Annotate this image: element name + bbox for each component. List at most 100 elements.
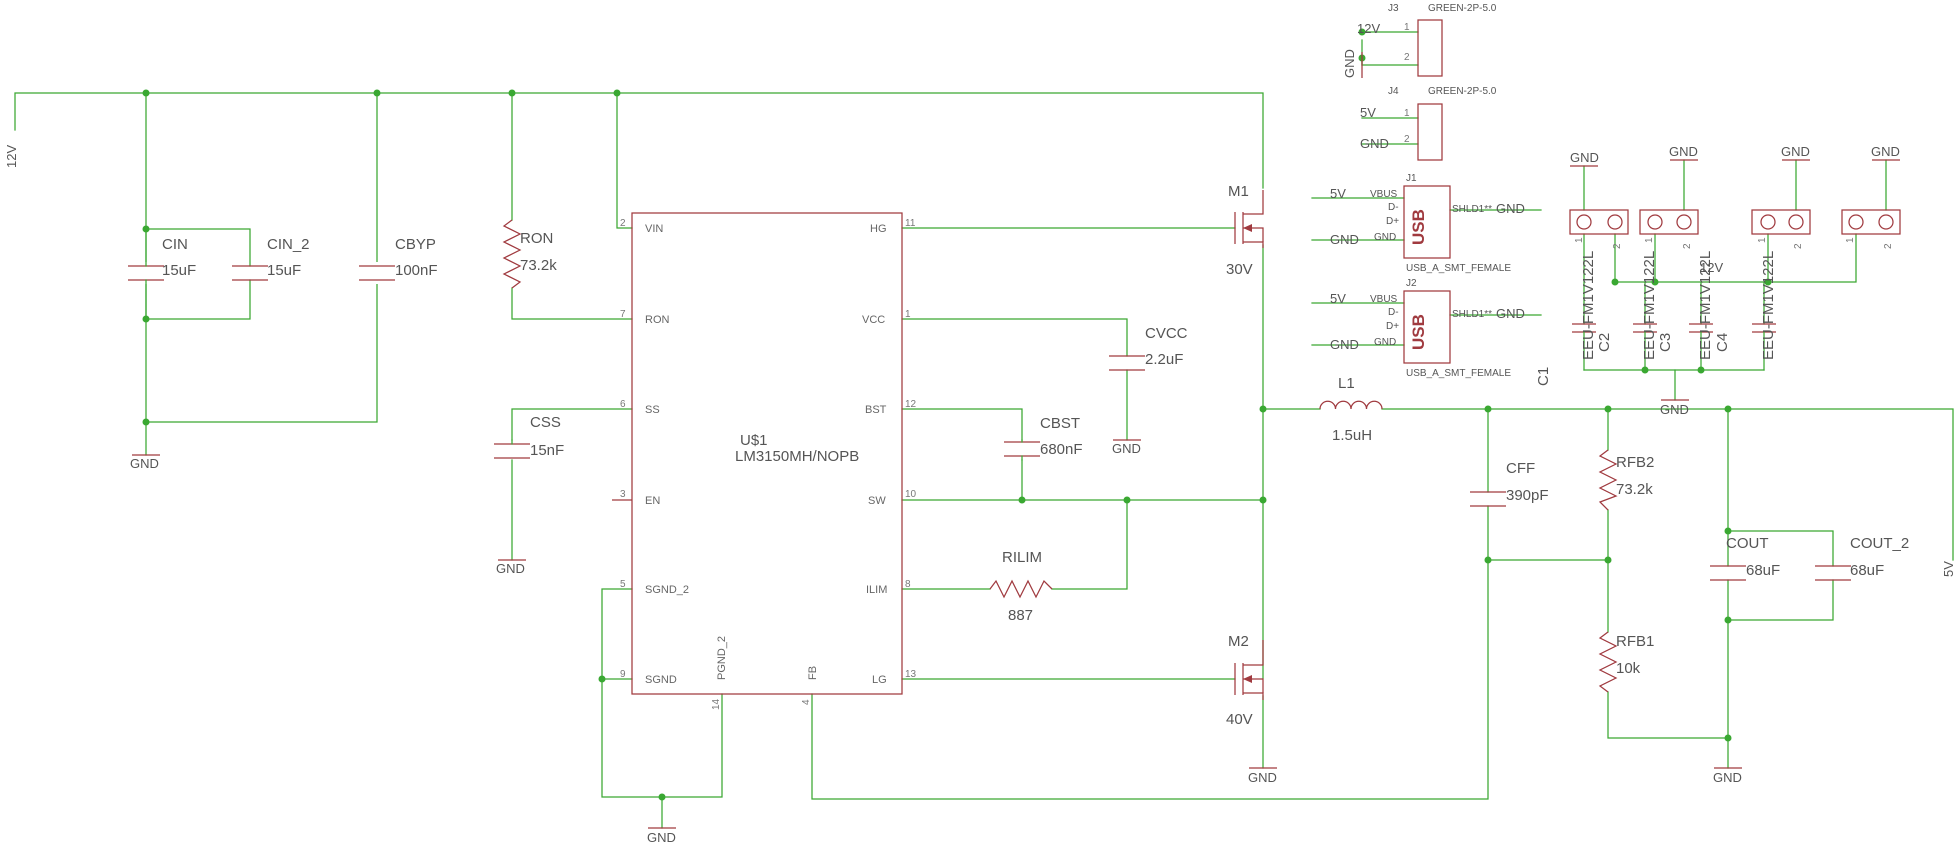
junction-dot (1724, 616, 1732, 624)
bulk-pin1: 1 (1574, 237, 1585, 243)
bulk-ref-c2: C2 (1596, 333, 1613, 352)
ic-pin-num: 6 (620, 399, 626, 410)
cout-value: 68uF (1746, 562, 1780, 579)
usb1-net-shield-gnd: GND (1496, 201, 1525, 216)
m2-value: 40V (1226, 711, 1253, 728)
net-label-5v-output: 5V (1941, 561, 1956, 577)
capacitor-cvcc[interactable]: CVCC 2.2uF (1109, 325, 1188, 371)
usb-connector-j1[interactable]: USB J1 VBUS D- D+ GND SHLD1** USB_A_SMT_… (1330, 173, 1525, 274)
gnd-label: GND (1669, 144, 1698, 159)
junction-dot (1484, 556, 1492, 564)
ic-pin-name: SW (868, 495, 886, 507)
bulk-part: EEU-FM1V122L (1641, 251, 1658, 360)
usb1-net-gnd: GND (1330, 232, 1359, 247)
ic-pin-num: 1 (905, 309, 911, 320)
ic-pin-name: SGND (645, 674, 677, 686)
cin-value: 15uF (162, 262, 196, 279)
mosfet-m2[interactable]: M2 40V (1226, 633, 1264, 728)
gnd-label: GND (1660, 402, 1689, 417)
junction-dot (1259, 405, 1267, 413)
ic-pin-num: 3 (620, 489, 626, 500)
ic-pin-name: LG (872, 674, 887, 686)
resistor-rfb1[interactable]: RFB1 10k (1598, 631, 1654, 693)
usb2-pin-dminus: D- (1388, 307, 1399, 318)
usb2-net-gnd: GND (1330, 337, 1359, 352)
mosfet-m1[interactable]: M1 30V (1226, 183, 1264, 278)
ron-value: 73.2k (520, 257, 557, 274)
junctions (142, 28, 1772, 801)
ron-ref: RON (520, 230, 553, 247)
css-value: 15nF (530, 442, 564, 459)
ic-pin-num: 2 (620, 218, 626, 229)
usb-connector-j2[interactable]: USB J2 VBUS D- D+ GND SHLD1** USB_A_SMT_… (1330, 278, 1525, 379)
junction-dot (508, 89, 516, 97)
capacitor-cbyp[interactable]: CBYP 100nF (359, 236, 438, 284)
gnd-label: GND (130, 456, 159, 471)
cff-value: 390pF (1506, 487, 1549, 504)
bulk-part: EEU-FM1V122L (1580, 251, 1597, 360)
usb1-part: USB_A_SMT_FEMALE (1406, 263, 1511, 274)
ic-pin-name: RON (645, 314, 670, 326)
rfb2-ref: RFB2 (1616, 454, 1654, 471)
capacitor-cbst[interactable]: CBST 680nF (1004, 415, 1083, 461)
junction-dot (1484, 405, 1492, 413)
cbst-ref: CBST (1040, 415, 1080, 432)
ic-pin-name: HG (870, 223, 887, 235)
junction-dot (1358, 28, 1366, 36)
ic-pin-num: 11 (905, 218, 916, 229)
cout2-value: 68uF (1850, 562, 1884, 579)
junction-dot (1724, 405, 1732, 413)
bulk-pin2: 2 (1682, 243, 1693, 249)
net-label-12v-input: 12V (4, 145, 19, 168)
ic-pin-name: SGND_2 (645, 584, 689, 596)
connector-j4[interactable]: J4 GREEN-2P-5.0 1 2 5V GND (1360, 86, 1497, 161)
capacitor-cin-2[interactable]: CIN_2 15uF (232, 236, 310, 281)
ic-pin-name: VCC (862, 314, 885, 326)
ground-symbols: GND GND GND GND GND GND GND GND GND GND … (130, 52, 1900, 845)
resistor-rfb2[interactable]: RFB2 73.2k (1598, 449, 1654, 511)
ic-pin-name: FB (807, 666, 819, 680)
bulk-capacitor-bank[interactable]: 1 2 1 2 1 2 1 2 EEU-FM1V122L EEU-FM1V122… (1535, 209, 1901, 386)
ic-pin-num: 12 (905, 399, 917, 410)
capacitor-css[interactable]: CSS 15nF (494, 414, 564, 459)
usb2-net-shield-gnd: GND (1496, 306, 1525, 321)
j3-pin2: 2 (1404, 52, 1410, 63)
j3-net-gnd: GND (1342, 49, 1357, 78)
junction-dot (1611, 278, 1619, 286)
connector-j3[interactable]: J3 GREEN-2P-5.0 1 2 12V GND (1342, 3, 1497, 78)
gnd-label: GND (1248, 770, 1277, 785)
j3-net-12v: 12V (1357, 21, 1380, 36)
capacitor-cin[interactable]: CIN 15uF (128, 228, 196, 320)
usb1-ref: J1 (1406, 173, 1417, 184)
capacitor-cout[interactable]: COUT 68uF (1710, 535, 1780, 581)
rlim-ref: RILIM (1002, 549, 1042, 566)
capacitor-cout-2[interactable]: COUT_2 68uF (1815, 535, 1909, 581)
resistor-ron[interactable]: RON 73.2k (502, 219, 557, 289)
junction-dot (1764, 278, 1772, 286)
junction-dot (1123, 496, 1131, 504)
bulk-pin1: 1 (1644, 237, 1655, 243)
inductor-l1[interactable]: L1 1.5uH (1319, 375, 1383, 444)
j4-part: GREEN-2P-5.0 (1428, 86, 1497, 97)
junction-dot (1697, 366, 1705, 374)
capacitor-cff[interactable]: CFF 390pF (1470, 460, 1549, 507)
resistor-rlim[interactable]: RILIM 887 (989, 549, 1053, 624)
junction-dot (1259, 496, 1267, 504)
usb2-pin-vbus: VBUS (1370, 294, 1398, 305)
junction-dot (142, 89, 150, 97)
cout2-ref: COUT_2 (1850, 535, 1909, 552)
rfb1-ref: RFB1 (1616, 633, 1654, 650)
usb1-label: USB (1409, 209, 1428, 245)
wires (14, 31, 1954, 829)
rfb1-value: 10k (1616, 660, 1641, 677)
cff-ref: CFF (1506, 460, 1535, 477)
cout-ref: COUT (1726, 535, 1769, 552)
gnd-label: GND (1570, 150, 1599, 165)
cbyp-ref: CBYP (395, 236, 436, 253)
ic-u1-lm3150[interactable]: U$1 LM3150MH/NOPB 2 VIN 7 RON 6 SS 3 EN … (612, 212, 917, 710)
ic-pin-num: 14 (711, 698, 722, 710)
usb1-pin-vbus: VBUS (1370, 189, 1398, 200)
ic-pin-name: EN (645, 495, 660, 507)
cin2-value: 15uF (267, 262, 301, 279)
